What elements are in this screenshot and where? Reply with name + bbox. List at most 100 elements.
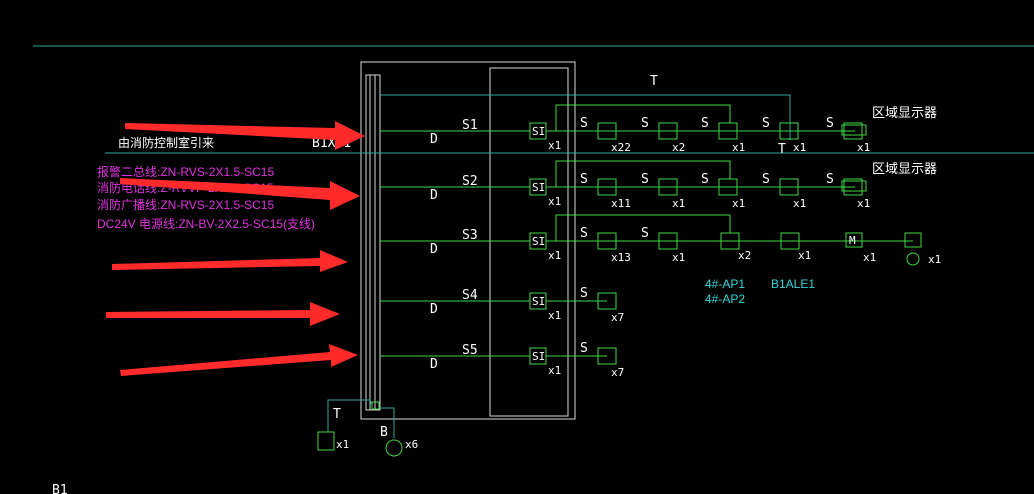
red-arrow [106,302,340,326]
zone-display-label: 区域显示器 [872,106,937,121]
device-count: x1 [798,249,811,262]
top-t-label: T [650,74,658,89]
device-count: x13 [611,251,631,264]
module-count: x1 [548,309,561,322]
device-count: x1 [672,197,685,210]
s-segment-label: S [580,286,588,301]
bottom-tel-count: x1 [336,438,349,451]
device-count: x1 [793,197,806,210]
device-count: x11 [611,197,631,210]
device-count: x2 [738,249,751,262]
device-count: x1 [732,197,745,210]
s-segment-label: S [641,172,649,187]
ale-label: B1ALE1 [771,277,815,291]
s-segment-label: S [701,116,709,131]
device-count: x1 [857,197,870,210]
s-label: S2 [462,174,478,189]
device-icon [597,232,617,250]
ap-label: 4#-AP2 [705,292,745,306]
cable-note: 报警二总线:ZN-RVS-2X1.5-SC15 [97,164,274,179]
vertical-bus [365,74,381,411]
device-icon [843,178,863,196]
device-icon [718,122,738,140]
device-count: x1 [857,141,870,154]
module-label: SI [532,350,545,363]
s-segment-label: S [580,341,588,356]
cable-note: 消防广播线:ZN-RVS-2X1.5-SC15 [97,197,274,212]
speaker-icon [385,439,403,457]
telephone-icon [317,431,335,451]
module-count: x1 [548,139,561,152]
branch-line [555,214,731,241]
bottom-telephone-line [327,399,373,432]
cable-note: DC24V 电源线:ZN-BV-2X2.5-SC15(支线) [97,217,315,231]
device-count: x1 [928,253,941,266]
device-icon [597,347,617,365]
device-count: x1 [672,251,685,264]
device-count: x1 [863,251,876,264]
d-label: D [430,132,438,147]
device-icon [843,122,863,140]
branch-line [555,104,731,131]
bottom-b-label: B [380,425,388,440]
branch-line [555,160,731,187]
d-label: D [430,242,438,257]
zone-display-icon [841,124,867,136]
source-label: 由消防控制室引来 [118,135,214,150]
ap-label: 4#-AP1 [705,277,745,291]
device-icon [779,122,799,140]
device-icon [597,122,617,140]
device-count: x1 [732,141,745,154]
s-segment-label: S [826,172,834,187]
s-label: S1 [462,118,478,133]
device-count: x2 [672,141,685,154]
s-segment-label: S [762,172,770,187]
d-label: D [430,302,438,317]
bottom-broadcast-line [379,407,395,438]
s-segment-label: S [762,116,770,131]
bus-terminal [371,401,380,410]
s-segment-label: S [826,116,834,131]
s-segment-label: S [580,172,588,187]
annotation-arrows [106,121,365,376]
control-box-icon [780,232,800,250]
zone-display-icon [841,180,867,192]
red-arrow [120,178,360,210]
device-icon [597,178,617,196]
s-segment-label: S [580,226,588,241]
s-label: S4 [462,288,478,303]
device-icon [658,232,678,250]
red-arrow [125,121,365,150]
s-label: S3 [462,228,478,243]
device-icon [658,178,678,196]
motor-icon [904,232,922,248]
level-icon [906,252,920,266]
motor-icon [845,232,863,248]
s-segment-label: S [641,226,649,241]
s-segment-label: S [580,116,588,131]
red-arrow [120,344,358,376]
telephone-line [380,94,791,140]
s-segment-label: S [641,116,649,131]
device-count: x22 [611,141,631,154]
m-label: M [849,234,856,247]
cable-notes: 报警二总线:ZN-RVS-2X1.5-SC15 消防电话线:Z-RVVP-2X1… [97,164,315,231]
bottom-speaker-count: x6 [405,438,418,451]
d-label: D [430,357,438,372]
device-count: x7 [611,366,624,379]
extra-t-label: T [778,142,786,157]
s-label: S5 [462,343,478,358]
module-count: x1 [548,249,561,262]
device-icon [718,178,738,196]
module-label: SI [532,295,545,308]
bottom-t-label: T [333,407,341,422]
terminal-block [489,67,569,417]
device-icon [779,178,799,196]
device-icon [597,292,617,310]
module-count: x1 [548,364,561,377]
device-count: x1 [793,141,806,154]
device-count: x7 [611,311,624,324]
